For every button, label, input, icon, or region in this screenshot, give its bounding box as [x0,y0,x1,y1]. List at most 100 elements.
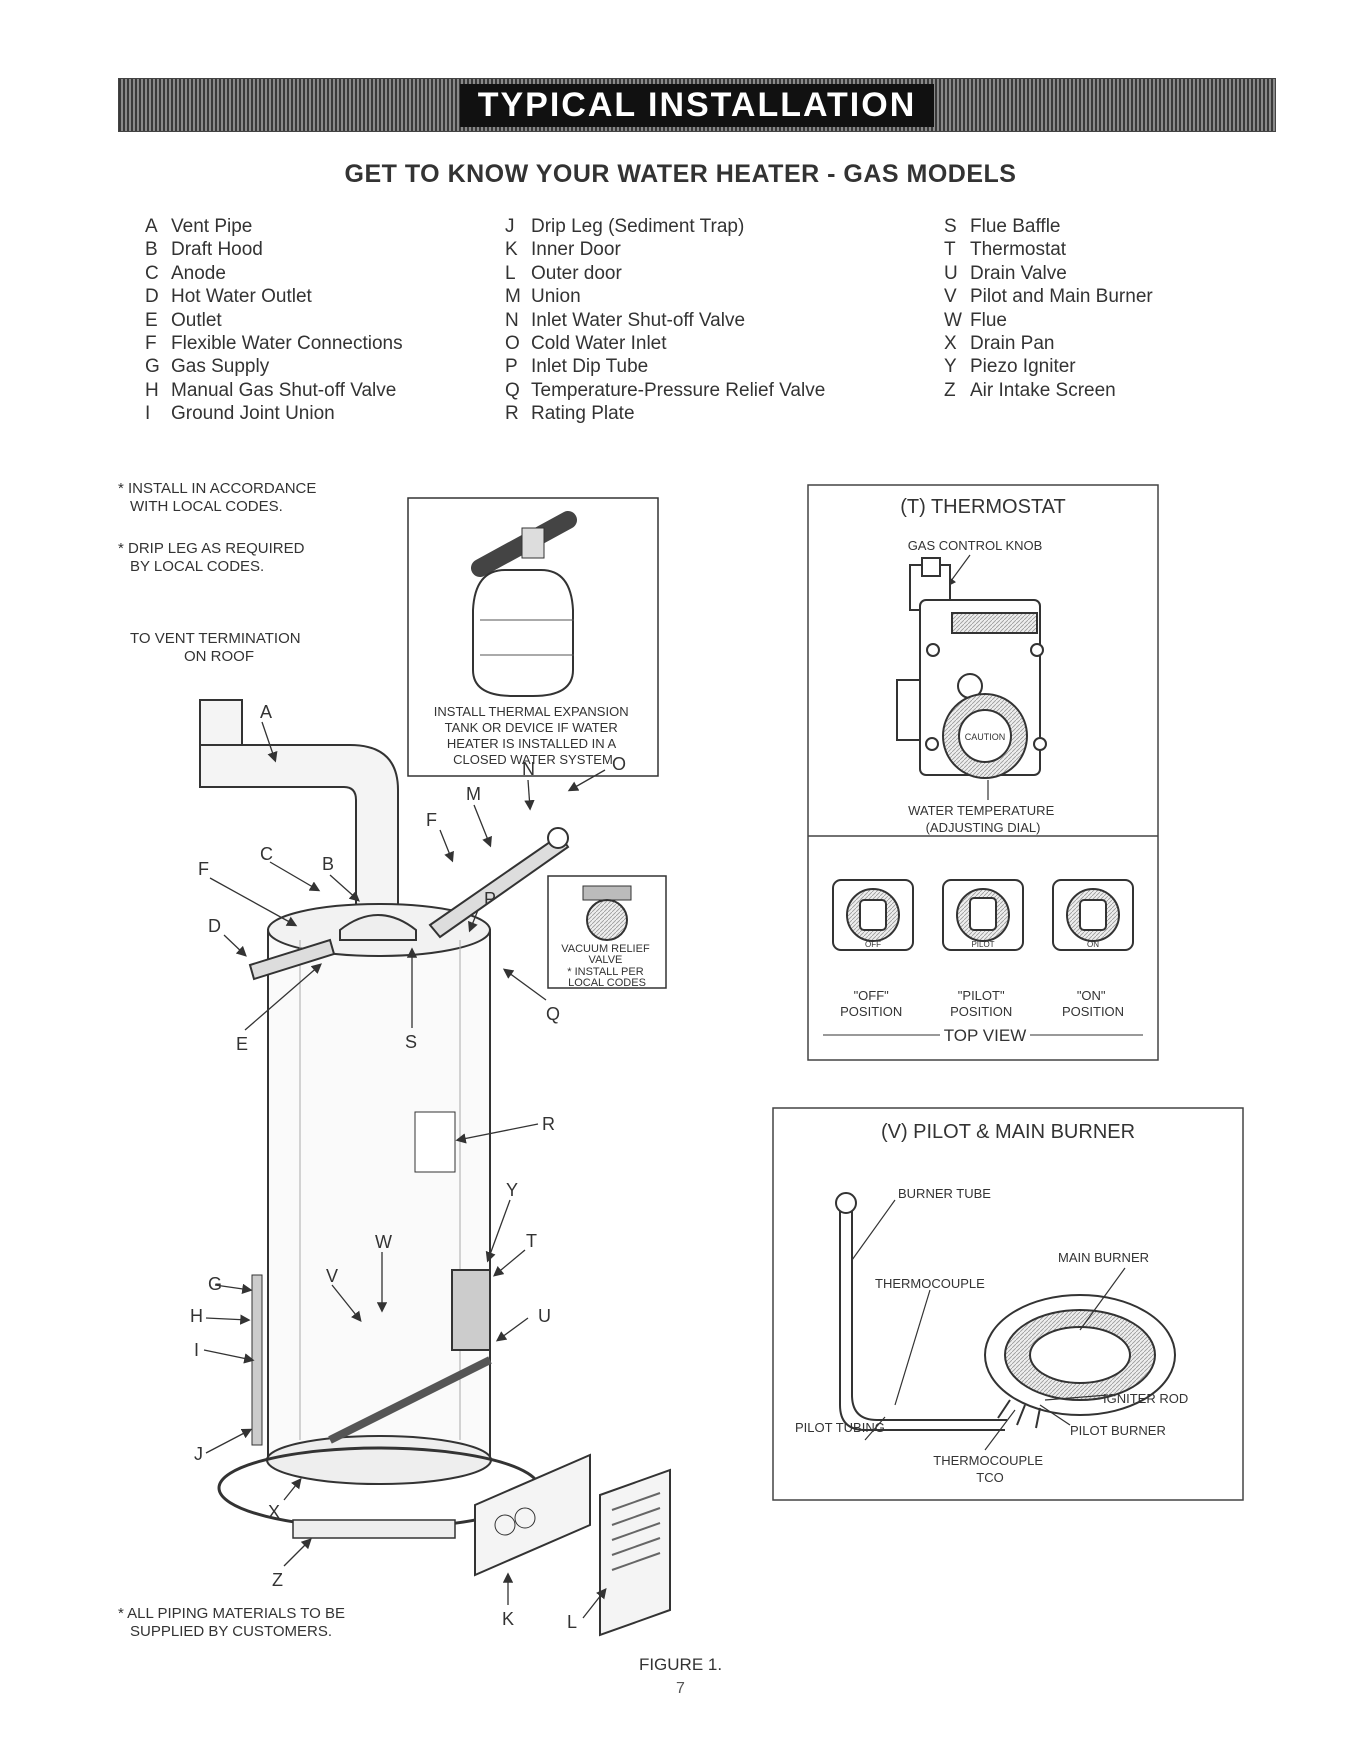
callout-n: N [522,759,535,779]
page-subtitle: GET TO KNOW YOUR WATER HEATER - GAS MODE… [344,160,1017,188]
expansion-text-line: CLOSED WATER SYSTEM [453,752,613,767]
callout-i: I [194,1340,199,1360]
igniter-rod-label: IGNITER ROD [1103,1391,1188,1406]
water-heater-tank [217,903,541,1530]
inner-door [474,1453,591,1577]
pilot-tubing-label: PILOT TUBING [795,1420,885,1435]
title-banner: TYPICAL INSTALLATION [118,78,1276,132]
svg-text:BURNER TUBE MAIN BURNER: BURNER TUBE MAIN BURNER THERMOCOUPLE IGN… [795,1186,1192,1485]
callout-d: D [208,916,221,936]
thermocouple-label: THERMOCOUPLE [875,1276,985,1291]
position-off-name: "OFF" [854,988,890,1003]
main-burner-label: MAIN BURNER [1058,1250,1149,1265]
callout-x: X [268,1502,280,1522]
callout-h: H [190,1306,203,1326]
position-pilot-name: "PILOT" [958,988,1005,1003]
knob-off-text: OFF [865,940,881,949]
callout-v: V [326,1266,338,1286]
thermostat-title: (T) THERMOSTAT [900,496,1066,518]
svg-text:"OFF" POSITION "PI: "OFF" POSITION "PILOT" POSITION "ON" POS… [840,988,1124,1019]
callout-e: E [236,1034,248,1054]
callout-a: A [260,702,272,722]
expansion-text-line: TANK OR DEVICE IF WATER [445,720,618,735]
position-on-name: "ON" [1077,988,1106,1003]
knob-on-icon: ON [1052,879,1134,951]
callout-leaders [203,721,607,1619]
note-piping-materials: * ALL PIPING MATERIALS TO BE SUPPLIED BY… [118,1605,346,1640]
vacuum-text-line: LOCAL CODES [568,977,646,989]
knob-pilot-icon: PILOT [942,879,1024,951]
vacuum-valve-icon [582,885,632,941]
svg-text:WATER TEMPERATURE (ADJUS: WATER TEMPERATURE (ADJUSTING DIAL) [908,803,1058,835]
burner-assembly-icon [835,1192,1176,1431]
expansion-text-line: HEATER IS INSTALLED IN A [447,736,617,751]
thermostat-control-icon: CAUTION [896,557,1047,779]
thermostat-box: (T) THERMOSTAT GAS CONTROL KNOB CAUTION … [807,484,1159,1061]
expansion-text-line: INSTALL THERMAL EXPANSION [434,704,629,719]
knob-on-text: ON [1087,940,1099,949]
rating-plate [414,1111,456,1173]
vacuum-text-line: VALVE [589,954,623,966]
note-vent-termination: TO VENT TERMINATION ON ROOF [130,630,301,665]
caution-label: CAUTION [965,732,1006,742]
callout-l: L [567,1612,577,1632]
water-piping [248,827,570,981]
callout-s: S [405,1032,417,1052]
position-pilot-sub: POSITION [950,1004,1012,1019]
callout-g: G [208,1274,222,1294]
outer-door [599,1468,671,1637]
page-number: 7 [676,1680,685,1697]
expansion-tank-icon [471,511,577,697]
note-install-codes: * INSTALL IN ACCORDANCE WITH LOCAL CODES… [118,480,317,515]
vacuum-text-line: VACUUM RELIEF [561,943,650,955]
callout-f: F [198,859,209,879]
dial-label-line: (ADJUSTING DIAL) [926,820,1041,835]
dial-label-line: WATER TEMPERATURE [908,803,1054,818]
callout-f-right: F [426,810,437,830]
gas-control-knob-label: GAS CONTROL KNOB [908,538,1043,553]
callout-y: Y [506,1180,518,1200]
callout-labels: A B C F D E F M N O P Q S R Y T U W V G … [190,702,626,1632]
callout-p: P [484,889,496,909]
callout-c: C [260,844,273,864]
callout-r: R [542,1114,555,1134]
burner-title: (V) PILOT & MAIN BURNER [881,1121,1135,1143]
callout-b: B [322,854,334,874]
figure-caption: FIGURE 1. [638,1655,723,1674]
callout-o: O [612,754,626,774]
callout-t: T [526,1231,537,1251]
pilot-burner-label: PILOT BURNER [1070,1423,1166,1438]
knob-off-icon: OFF [832,879,914,951]
callout-k: K [502,1609,514,1629]
burner-tube-label: BURNER TUBE [898,1186,991,1201]
banner-title: TYPICAL INSTALLATION [459,83,935,127]
position-off-sub: POSITION [840,1004,902,1019]
svg-text:VACUUM RELIEF VALVE *: VACUUM RELIEF VALVE * INSTALL PER LOCAL … [561,943,652,989]
thermocouple-tco-label: THERMOCOUPLE [933,1453,1043,1468]
note-drip-leg: * DRIP LEG AS REQUIRED BY LOCAL CODES. [118,540,305,575]
svg-text:INSTALL THERMAL EXPANSION: INSTALL THERMAL EXPANSION TANK OR DEVICE… [434,704,632,767]
